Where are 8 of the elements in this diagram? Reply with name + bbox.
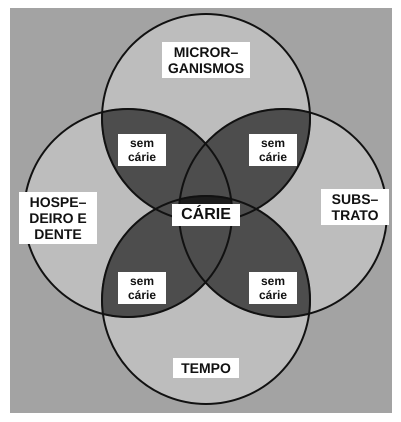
circle-label: HOSPE– DEIRO E DENTE bbox=[19, 192, 97, 244]
region-label: sem cárie bbox=[118, 272, 166, 304]
region-label: sem cárie bbox=[249, 134, 297, 166]
circle-label: MICROR– GANISMOS bbox=[162, 42, 250, 78]
circle-label: SUBS– TRATO bbox=[321, 189, 389, 225]
region-label: sem cárie bbox=[118, 134, 166, 166]
circle-label: TEMPO bbox=[173, 358, 239, 378]
region-label: sem cárie bbox=[249, 272, 297, 304]
